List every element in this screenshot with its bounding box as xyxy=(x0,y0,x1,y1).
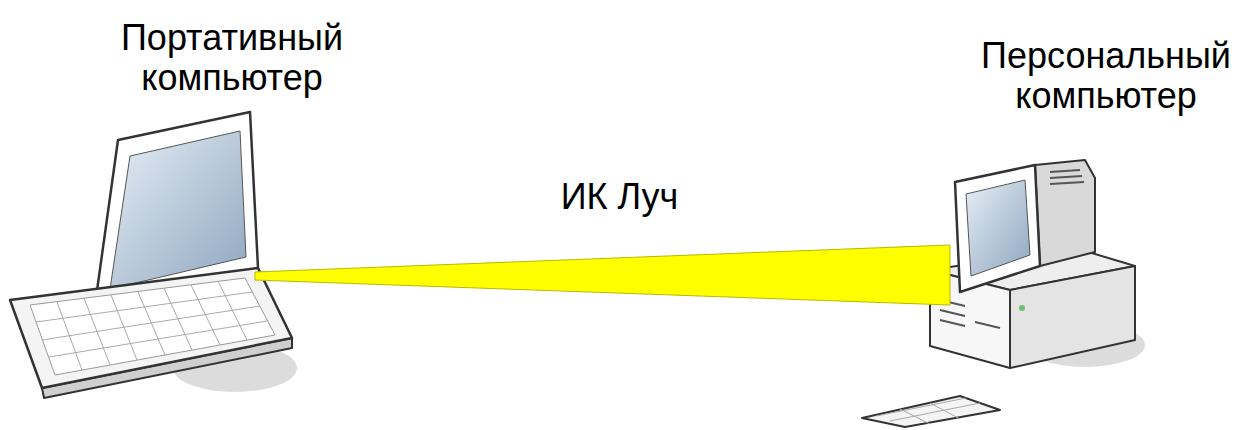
device-label: Портативный компьютер xyxy=(97,18,367,98)
device-node: Персональный компьютер xyxy=(855,10,1249,430)
device-node: Портативный компьютер xyxy=(5,10,369,402)
device-label: Персональный компьютер xyxy=(968,36,1244,116)
laptop-illustration xyxy=(10,112,297,398)
ir-beam xyxy=(255,245,950,305)
beam-label: ИК Луч xyxy=(557,177,683,217)
